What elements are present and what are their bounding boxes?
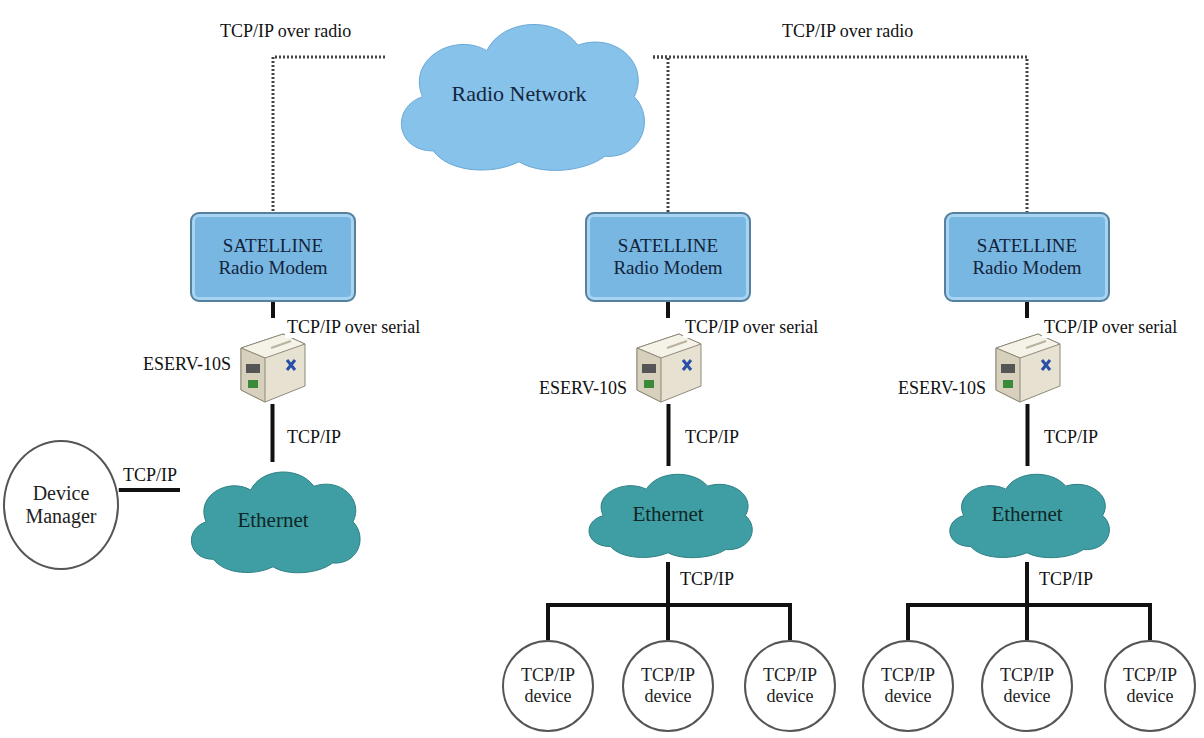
radio-modem-box: SATELLINE Radio Modem [585, 212, 751, 302]
connector-label: TCP/IP [285, 428, 343, 448]
connector-label: TCP/IP over radio [780, 22, 915, 42]
connector-label: TCP/IP [683, 428, 741, 448]
node-label: SATELLINE Radio Modem [210, 235, 336, 279]
tcpip-device-circle: TCP/IP device [744, 640, 836, 732]
node-label: Device Manager [18, 482, 104, 528]
node-label: SATELLINE Radio Modem [964, 235, 1090, 279]
tcpip-device-circle: TCP/IP device [862, 640, 954, 732]
radio-link [273, 57, 385, 212]
node-label: Ethernet [632, 502, 703, 526]
device-label: ESERV-10S [898, 378, 986, 399]
wired-link [667, 404, 671, 466]
wired-link [548, 562, 668, 640]
connector-label: TCP/IP [678, 570, 736, 590]
ethernet-cloud: Ethernet [578, 466, 758, 562]
node-label: Radio Network [451, 81, 586, 106]
node-label: SATELLINE Radio Modem [605, 235, 731, 279]
node-label: Ethernet [991, 502, 1062, 526]
radio-network-cloud: Radio Network [385, 10, 653, 178]
tcpip-device-circle: TCP/IP device [1104, 640, 1196, 732]
radio-link [653, 57, 1027, 212]
node-label: TCP/IP device [515, 665, 581, 706]
radio-modem-box: SATELLINE Radio Modem [190, 212, 356, 302]
wired-link [908, 562, 1027, 640]
tcpip-device-circle: TCP/IP device [502, 640, 594, 732]
wired-link [1027, 562, 1150, 640]
wired-link [666, 302, 670, 318]
device-label: ESERV-10S [143, 354, 231, 375]
connector-label: TCP/IP over serial [683, 318, 820, 338]
wired-link [271, 302, 275, 318]
tcpip-device-circle: TCP/IP device [622, 640, 714, 732]
connector-label: TCP/IP over serial [1042, 318, 1179, 338]
radio-link [653, 57, 668, 212]
ethernet-cloud: Ethernet [180, 462, 366, 578]
connector-label: TCP/IP [1037, 570, 1095, 590]
ethernet-cloud: Ethernet [939, 466, 1115, 562]
wired-link [1026, 404, 1030, 466]
wired-link [1025, 302, 1029, 318]
wired-link [668, 562, 790, 640]
node-label: Ethernet [237, 508, 308, 532]
connector-label: TCP/IP [1042, 428, 1100, 448]
radio-modem-box: SATELLINE Radio Modem [944, 212, 1110, 302]
device-label: ESERV-10S [539, 378, 627, 399]
connector-label: TCP/IP over serial [285, 318, 422, 338]
connector-label: TCP/IP [121, 466, 179, 486]
connector-label: TCP/IP over radio [218, 22, 353, 42]
tcpip-device-circle: TCP/IP device [981, 640, 1073, 732]
wired-link [271, 404, 275, 462]
wired-link [119, 488, 180, 492]
node-label: TCP/IP device [757, 665, 823, 706]
node-label: TCP/IP device [875, 665, 941, 706]
device-manager-circle: Device Manager [3, 440, 119, 570]
node-label: TCP/IP device [1117, 665, 1183, 706]
node-label: TCP/IP device [994, 665, 1060, 706]
node-label: TCP/IP device [635, 665, 701, 706]
